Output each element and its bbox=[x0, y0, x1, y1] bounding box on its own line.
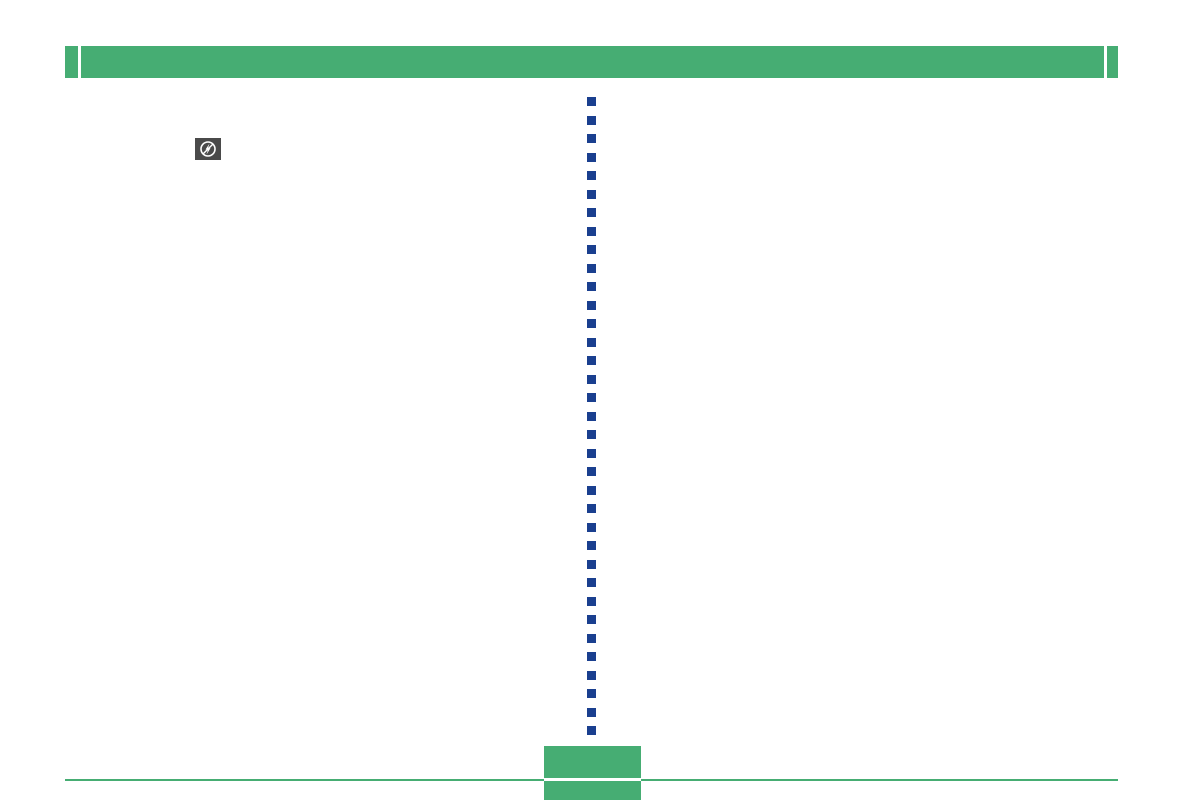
divider-dot bbox=[587, 301, 596, 310]
header-bar bbox=[65, 46, 1118, 78]
divider-dot bbox=[587, 116, 596, 125]
divider-dot bbox=[587, 523, 596, 532]
divider-dot bbox=[587, 264, 596, 273]
flash-off-glyph bbox=[200, 141, 216, 157]
divider-dot bbox=[587, 171, 596, 180]
divider-dot bbox=[587, 504, 596, 513]
divider-dot bbox=[587, 541, 596, 550]
divider-dot bbox=[587, 449, 596, 458]
divider-dot bbox=[587, 634, 596, 643]
divider-dot bbox=[587, 671, 596, 680]
divider-dot bbox=[587, 708, 596, 717]
header-notch-right bbox=[1104, 46, 1107, 78]
divider-dot bbox=[587, 393, 596, 402]
divider-dot bbox=[587, 338, 596, 347]
divider-dot bbox=[587, 412, 596, 421]
divider-dot bbox=[587, 356, 596, 365]
divider-dot bbox=[587, 282, 596, 291]
divider-dot bbox=[587, 153, 596, 162]
divider-dot bbox=[587, 375, 596, 384]
page-number-tab-gap bbox=[544, 778, 641, 781]
divider-dot bbox=[587, 597, 596, 606]
divider-dot bbox=[587, 190, 596, 199]
divider-dot bbox=[587, 319, 596, 328]
divider-dot bbox=[587, 726, 596, 735]
divider-dot bbox=[587, 208, 596, 217]
divider-dot bbox=[587, 97, 596, 106]
divider-dot bbox=[587, 578, 596, 587]
divider-dot bbox=[587, 467, 596, 476]
divider-dot bbox=[587, 430, 596, 439]
page-number-tab bbox=[544, 746, 641, 800]
column-divider bbox=[587, 97, 596, 737]
divider-dot bbox=[587, 652, 596, 661]
divider-dot bbox=[587, 486, 596, 495]
divider-dot bbox=[587, 615, 596, 624]
page-number bbox=[544, 750, 641, 776]
divider-dot bbox=[587, 134, 596, 143]
header-notch-left bbox=[78, 46, 81, 78]
divider-dot bbox=[587, 689, 596, 698]
divider-dot bbox=[587, 245, 596, 254]
divider-dot bbox=[587, 560, 596, 569]
divider-dot bbox=[587, 227, 596, 236]
flash-off-icon bbox=[195, 138, 221, 160]
